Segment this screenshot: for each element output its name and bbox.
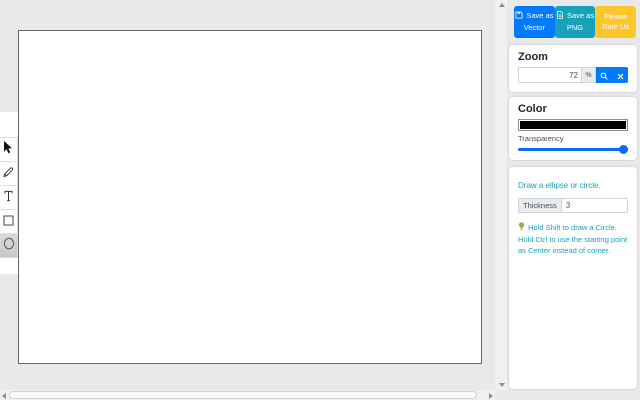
zoom-input-group: % (518, 67, 628, 83)
rate-us-label: Please Rate Us (602, 11, 630, 31)
horizontal-scrollbar[interactable] (0, 390, 495, 400)
save-as-png-label: Save as PNG (566, 11, 595, 32)
select-tool-button[interactable] (0, 137, 18, 162)
color-card: Color Transparency (509, 97, 637, 160)
color-picker-swatch[interactable] (518, 119, 628, 131)
vertical-scrollbar[interactable] (495, 0, 507, 390)
scroll-left-icon[interactable] (2, 393, 6, 399)
shape-tip-text: Hold Shift to draw a Circle. Hold Ctrl t… (518, 223, 628, 255)
lightbulb-icon (518, 222, 527, 233)
scroll-right-icon[interactable] (489, 393, 493, 399)
tool-group (0, 137, 18, 258)
shape-options-card: Draw a ellipse or circle. Thickness Hold… (509, 167, 637, 389)
zoom-percent-addon: % (582, 67, 596, 83)
zoom-value-input[interactable] (518, 67, 582, 83)
cursor-icon (3, 140, 14, 159)
save-as-vector-label: Save as Vector (523, 11, 554, 32)
zoom-card: Zoom % (509, 45, 637, 92)
pencil-icon (3, 165, 14, 183)
color-card-title: Color (518, 103, 547, 115)
pencil-tool-button[interactable] (0, 161, 18, 186)
thickness-label: Thickness (518, 198, 562, 213)
rectangle-icon (3, 213, 14, 231)
ellipse-icon (3, 237, 15, 255)
text-tool-button[interactable] (0, 185, 18, 210)
thickness-input[interactable] (561, 198, 628, 213)
drawing-canvas[interactable] (18, 30, 482, 364)
transparency-slider[interactable] (518, 148, 628, 151)
close-icon (617, 68, 624, 83)
reset-zoom-button[interactable] (612, 67, 628, 83)
save-buttons-row: Save as Vector Save as PNG Please Rate U… (514, 6, 637, 38)
ellipse-tool-button[interactable] (0, 233, 18, 258)
file-image-icon (556, 11, 566, 21)
selected-color-fill (520, 121, 626, 129)
rate-us-button[interactable]: Please Rate Us (595, 6, 637, 38)
transparency-label: Transparency (518, 134, 564, 143)
left-toolbar (0, 112, 18, 274)
apply-zoom-button[interactable] (596, 67, 612, 83)
shape-tip: Hold Shift to draw a Circle. Hold Ctrl t… (518, 222, 628, 257)
scroll-down-icon[interactable] (499, 383, 505, 387)
search-icon (600, 68, 608, 83)
rectangle-tool-button[interactable] (0, 209, 18, 234)
horizontal-scrollbar-thumb[interactable] (9, 391, 477, 399)
zoom-card-title: Zoom (518, 51, 548, 63)
shape-instruction: Draw a ellipse or circle. (518, 181, 601, 190)
save-as-png-button[interactable]: Save as PNG (554, 6, 596, 38)
scroll-up-icon[interactable] (499, 3, 505, 7)
right-sidebar: Save as Vector Save as PNG Please Rate U… (507, 0, 640, 400)
save-icon (515, 11, 525, 21)
save-as-vector-button[interactable]: Save as Vector (514, 6, 555, 38)
text-icon (3, 189, 14, 207)
thickness-input-group: Thickness (518, 198, 628, 213)
